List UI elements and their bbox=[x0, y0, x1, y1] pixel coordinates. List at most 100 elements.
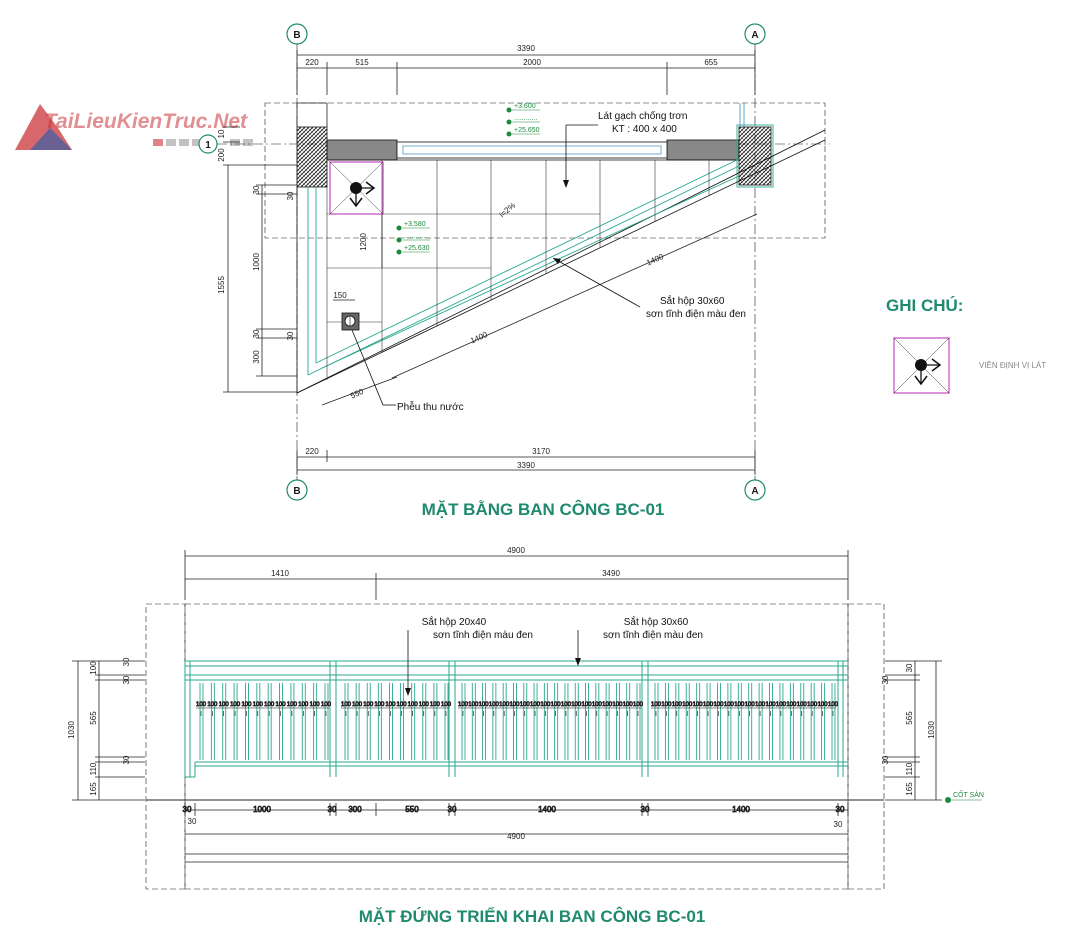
plan-positioning-tile-marker bbox=[329, 161, 384, 215]
elev-floor-level-marker: CỐT SÀN bbox=[945, 789, 984, 803]
baluster-spacing-label: 100 bbox=[264, 702, 275, 708]
plan-dim-bottom-seg-1: 220 bbox=[305, 447, 319, 456]
baluster-spacing-label: 100 bbox=[561, 702, 572, 708]
plan-dim-top-seg-3: 2000 bbox=[523, 58, 541, 67]
plan-dim-left-inner-1: 30 bbox=[252, 185, 261, 194]
baluster-spacing-label: 100 bbox=[408, 702, 419, 708]
elev-note-left-1: Sắt hộp 20x40 bbox=[422, 615, 487, 628]
elev-dim-top-total: 4900 bbox=[507, 546, 525, 555]
plan-dim-left-top-2: 10 bbox=[217, 129, 226, 138]
baluster-spacing-label: 100 bbox=[520, 702, 531, 708]
plan-title: MẶT BẰNG BAN CÔNG BC-01 bbox=[422, 500, 665, 519]
elev-dim-side-seg-2: 30 bbox=[122, 657, 131, 666]
baluster-spacing-label: 100 bbox=[468, 702, 479, 708]
grid-bubble-b-top: B bbox=[286, 23, 308, 45]
plan-elevation-markers-mid: +3.580 ............ +25.630 bbox=[396, 221, 430, 255]
elev-dim-bottom-seg: 300 bbox=[348, 805, 362, 814]
baluster-spacing-label: 100 bbox=[693, 702, 704, 708]
baluster-spacing-label: 100 bbox=[196, 702, 207, 708]
legend-positioning-tile-icon bbox=[893, 337, 950, 394]
baluster-spacing-label: 100 bbox=[797, 702, 808, 708]
legend: GHI CHÚ: VIÊN ĐỊNH VỊ LÁT bbox=[886, 296, 1046, 394]
elev-dim-side-right-3: 565 bbox=[905, 711, 914, 725]
elev-floor-label: CỐT SÀN bbox=[953, 789, 984, 799]
plan-dim-top-total: 3390 bbox=[517, 44, 535, 53]
baluster-spacing-label: 100 bbox=[713, 702, 724, 708]
svg-text:............: ............ bbox=[514, 115, 537, 122]
baluster-spacing-label: 100 bbox=[633, 702, 644, 708]
baluster-spacing-label: 100 bbox=[385, 702, 396, 708]
baluster-spacing-label: 100 bbox=[551, 702, 562, 708]
plan-dim-left-inner-4: 300 bbox=[252, 350, 261, 364]
baluster-spacing-label: 100 bbox=[724, 702, 735, 708]
elev-dim-side-right-5: 110 bbox=[905, 762, 914, 775]
svg-text:A: A bbox=[751, 30, 758, 41]
elev-dim-side-seg-5: 110 bbox=[89, 762, 98, 775]
elev-dim-bottom-seg: 30 bbox=[448, 805, 457, 814]
baluster-spacing-label: 100 bbox=[661, 702, 672, 708]
grid-bubble-a-bottom: A bbox=[744, 479, 766, 501]
baluster-spacing-label: 100 bbox=[298, 702, 309, 708]
baluster-spacing-label: 100 bbox=[703, 702, 714, 708]
baluster-spacing-label: 100 bbox=[321, 702, 332, 708]
svg-text:+3.600: +3.600 bbox=[514, 103, 536, 110]
baluster-spacing-label: 100 bbox=[530, 702, 541, 708]
elev-dim-bottom-seg: 30 bbox=[836, 805, 845, 814]
legend-title: GHI CHÚ: bbox=[886, 296, 963, 315]
plan-note-drain: Phễu thu nước bbox=[397, 400, 464, 413]
elev-dim-bottom-small-1: 30 bbox=[188, 817, 197, 826]
plan-note-rail-1: Sắt hộp 30x60 bbox=[660, 294, 725, 307]
plan-dim-left-outer: 1555 bbox=[217, 276, 226, 294]
baluster-spacing-label: 100 bbox=[509, 702, 520, 708]
baluster-spacing-label: 100 bbox=[571, 702, 582, 708]
elev-dim-side-seg-2b: 30 bbox=[122, 675, 131, 684]
elev-dim-top-seg-2: 3490 bbox=[602, 569, 620, 578]
watermark: TaiLieuKienTruc.Net bbox=[15, 104, 253, 150]
baluster-spacing-label: 100 bbox=[602, 702, 613, 708]
plan-dim-top-seg-4: 655 bbox=[704, 58, 718, 67]
elev-dim-side-total: 1030 bbox=[67, 721, 76, 739]
plan-note-tile-2: KT : 400 x 400 bbox=[612, 124, 677, 135]
plan-dim-left-inner-2: 1000 bbox=[252, 253, 261, 271]
plan-dim-1400-b: 1400 bbox=[645, 252, 665, 268]
baluster-spacing-label: 100 bbox=[766, 702, 777, 708]
baluster-spacing-label: 100 bbox=[651, 702, 662, 708]
elev-dim-bottom-total: 4900 bbox=[507, 832, 525, 841]
svg-text:1: 1 bbox=[205, 140, 211, 151]
elev-note-left-2: sơn tĩnh điện màu đen bbox=[433, 630, 533, 641]
elev-dim-side-seg-4: 30 bbox=[122, 755, 131, 764]
plan-column-right bbox=[738, 126, 772, 186]
plan-dim-top-seg-2: 515 bbox=[355, 58, 369, 67]
baluster-spacing-label: 100 bbox=[612, 702, 623, 708]
baluster-spacing-label: 100 bbox=[419, 702, 430, 708]
legend-item-label: VIÊN ĐỊNH VỊ LÁT bbox=[979, 361, 1046, 370]
baluster-spacing-label: 100 bbox=[776, 702, 787, 708]
watermark-text: TaiLieuKienTruc.Net bbox=[44, 110, 248, 133]
elev-dim-bottom-small-2: 30 bbox=[834, 820, 843, 829]
plan-dim-left-top-1: 200 bbox=[217, 148, 226, 162]
plan-dim-top-seg-1: 220 bbox=[305, 58, 319, 67]
grid-bubble-a-top: A bbox=[744, 23, 766, 45]
baluster-spacing-label: 100 bbox=[745, 702, 756, 708]
baluster-spacing-label: 100 bbox=[479, 702, 490, 708]
elev-dim-side-right-4: 30 bbox=[881, 755, 890, 764]
svg-text:............: ............ bbox=[404, 233, 427, 240]
baluster-spacing-label: 100 bbox=[241, 702, 252, 708]
plan-note-rail-2: sơn tĩnh điện màu đen bbox=[646, 309, 746, 320]
baluster-spacing-label: 100 bbox=[672, 702, 683, 708]
elev-dim-bottom-seg: 550 bbox=[405, 805, 419, 814]
elev-dim-bottom-seg: 30 bbox=[328, 805, 337, 814]
baluster-spacing-label: 100 bbox=[582, 702, 593, 708]
plan-slope-label: i=2% bbox=[498, 201, 518, 219]
elev-dim-bottom-seg: 30 bbox=[641, 805, 650, 814]
elev-note-right-2: sơn tĩnh điện màu đen bbox=[603, 630, 703, 641]
plan-dim-left-small-2: 30 bbox=[286, 331, 295, 340]
baluster-spacing-label: 100 bbox=[441, 702, 452, 708]
elev-note-right-1: Sắt hộp 30x60 bbox=[624, 615, 689, 628]
plan-floor-drain bbox=[341, 312, 360, 331]
elev-dim-side-seg-1: 100 bbox=[89, 661, 98, 675]
baluster-spacing-label: 100 bbox=[592, 702, 603, 708]
baluster-spacing-label: 100 bbox=[499, 702, 510, 708]
plan-dim-bottom-seg-2: 3170 bbox=[532, 447, 550, 456]
